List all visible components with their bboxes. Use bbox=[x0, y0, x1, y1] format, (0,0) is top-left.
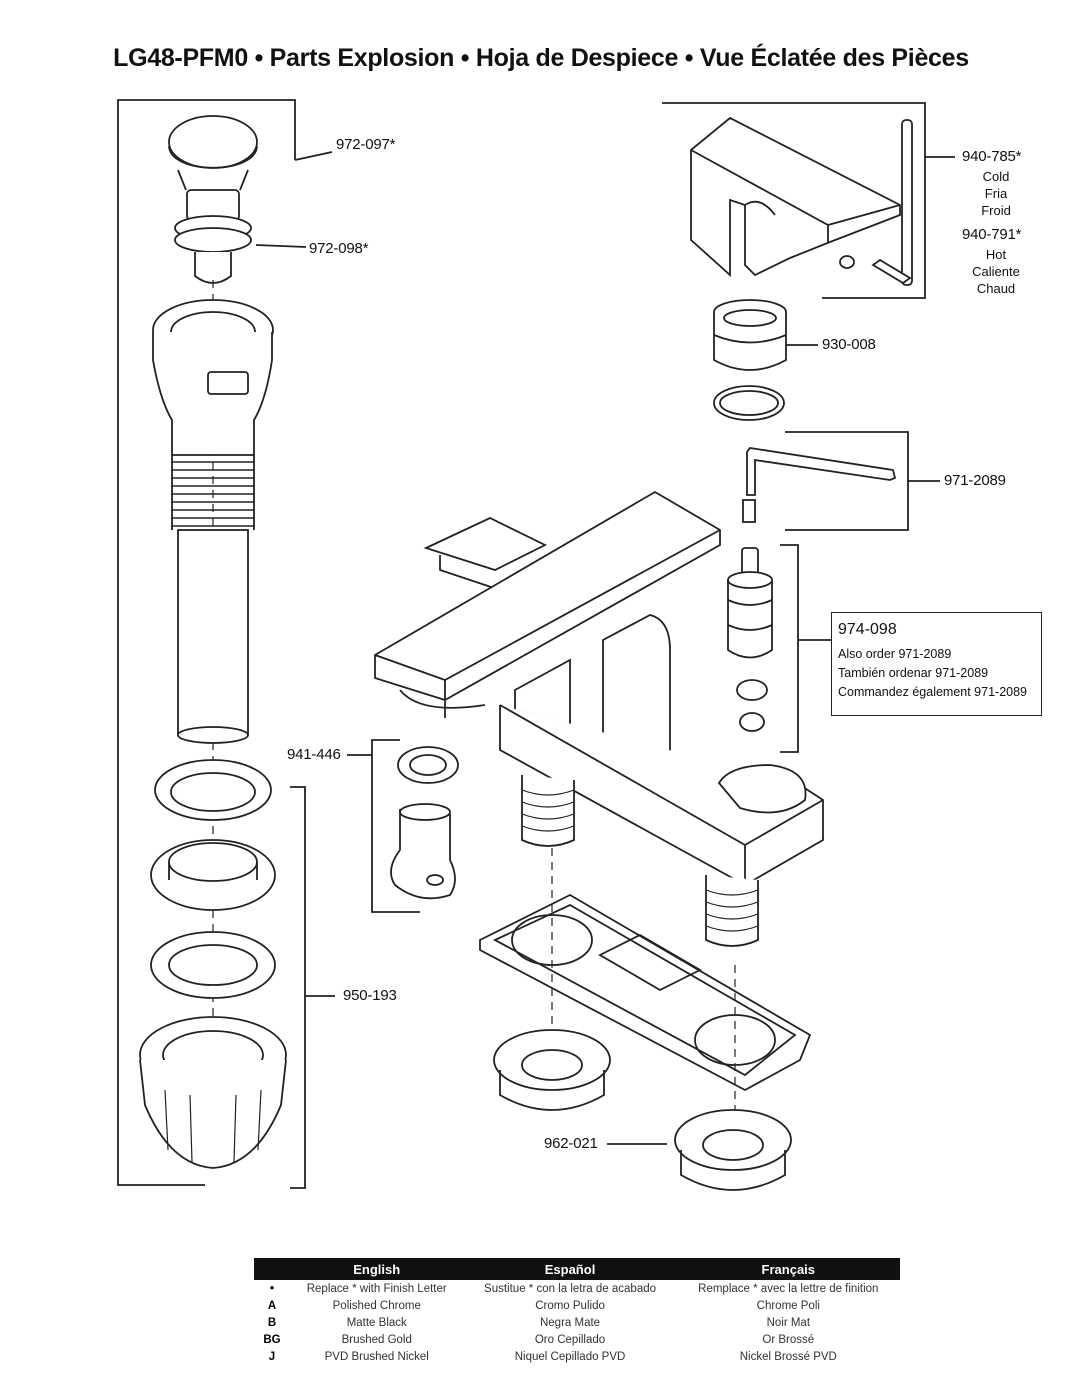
legend-header-row: English Español Français bbox=[254, 1258, 900, 1280]
faucet-body-drawing bbox=[374, 490, 824, 947]
drain-assembly-drawing bbox=[117, 99, 335, 1189]
legend-fr: Nickel Brossé PVD bbox=[739, 1350, 837, 1363]
legend-en: Matte Black bbox=[346, 1316, 407, 1329]
legend-en: Polished Chrome bbox=[332, 1299, 421, 1312]
legend-es: Sustitue * con la letra de acabado bbox=[484, 1282, 657, 1295]
part-label-940-791: 940-791* bbox=[962, 226, 1022, 243]
legend-en: Replace * with Finish Letter bbox=[306, 1282, 447, 1295]
cold-label-es: Fria bbox=[984, 186, 1008, 201]
allen-wrench-drawing bbox=[742, 431, 940, 531]
legend-en: Brushed Gold bbox=[341, 1333, 412, 1346]
also-order-es: También ordenar 971-2089 bbox=[838, 666, 989, 680]
callout-974-098: 974-098 Also order 971-2089 También orde… bbox=[831, 612, 1042, 716]
part-label-941-446: 941-446 bbox=[287, 746, 341, 763]
cold-label-en: Cold bbox=[982, 169, 1010, 184]
legend-key: A bbox=[267, 1299, 277, 1312]
legend-en: PVD Brushed Nickel bbox=[324, 1350, 429, 1363]
legend-fr: Chrome Poli bbox=[756, 1299, 820, 1312]
legend-es: Niquel Cepillado PVD bbox=[514, 1350, 626, 1363]
legend-key: J bbox=[268, 1350, 276, 1363]
legend-key: B bbox=[267, 1316, 277, 1329]
finish-legend-table: English Español Français • Replace * wit… bbox=[254, 1258, 900, 1365]
also-order-fr: Commandez également 971-2089 bbox=[838, 685, 1028, 699]
legend-es: Oro Cepillado bbox=[534, 1333, 606, 1346]
cartridge-drawing bbox=[727, 544, 831, 753]
part-label-972-098: 972-098* bbox=[309, 240, 369, 257]
cold-label-fr: Froid bbox=[981, 203, 1011, 218]
legend-fr: Remplace * avec la lettre de finition bbox=[698, 1282, 879, 1295]
part-label-974-098: 974-098 bbox=[838, 621, 897, 638]
part-label-940-785: 940-785* bbox=[962, 148, 1022, 165]
part-label-962-021: 962-021 bbox=[544, 1135, 598, 1152]
legend-header-francais: Français bbox=[676, 1258, 900, 1280]
table-row: A Polished Chrome Cromo Pulido Chrome Po… bbox=[254, 1297, 900, 1314]
table-row: J PVD Brushed Nickel Niquel Cepillado PV… bbox=[254, 1348, 900, 1365]
part-label-950-193: 950-193 bbox=[343, 987, 397, 1004]
page-title: LG48-PFM0 • Parts Explosion • Hoja de De… bbox=[113, 44, 969, 72]
legend-header-key bbox=[254, 1258, 290, 1280]
bonnet-nut-drawing bbox=[713, 299, 818, 421]
hot-label-fr: Chaud bbox=[976, 281, 1016, 296]
handle-drawing bbox=[662, 102, 955, 299]
base-plate-drawing bbox=[479, 848, 812, 1191]
part-label-972-097: 972-097* bbox=[336, 136, 396, 153]
hot-label-es: Caliente bbox=[972, 264, 1020, 279]
legend-header-english: English bbox=[290, 1258, 464, 1280]
aerator-drawing bbox=[347, 739, 459, 913]
hot-label-en: Hot bbox=[985, 247, 1007, 262]
legend-fr: Or Brossé bbox=[762, 1333, 815, 1346]
also-order-en: Also order 971-2089 bbox=[838, 647, 952, 661]
table-row: BG Brushed Gold Oro Cepillado Or Brossé bbox=[254, 1331, 900, 1348]
legend-key: BG bbox=[263, 1333, 281, 1346]
part-label-930-008: 930-008 bbox=[822, 336, 876, 353]
legend-key: • bbox=[269, 1282, 275, 1295]
legend-es: Negra Mate bbox=[539, 1316, 601, 1329]
legend-header-espanol: Español bbox=[463, 1258, 677, 1280]
table-row: B Matte Black Negra Mate Noir Mat bbox=[254, 1314, 900, 1331]
legend-es: Cromo Pulido bbox=[535, 1299, 605, 1312]
table-row: • Replace * with Finish Letter Sustitue … bbox=[254, 1280, 900, 1297]
legend-fr: Noir Mat bbox=[766, 1316, 811, 1329]
part-label-971-2089: 971-2089 bbox=[944, 472, 1006, 489]
